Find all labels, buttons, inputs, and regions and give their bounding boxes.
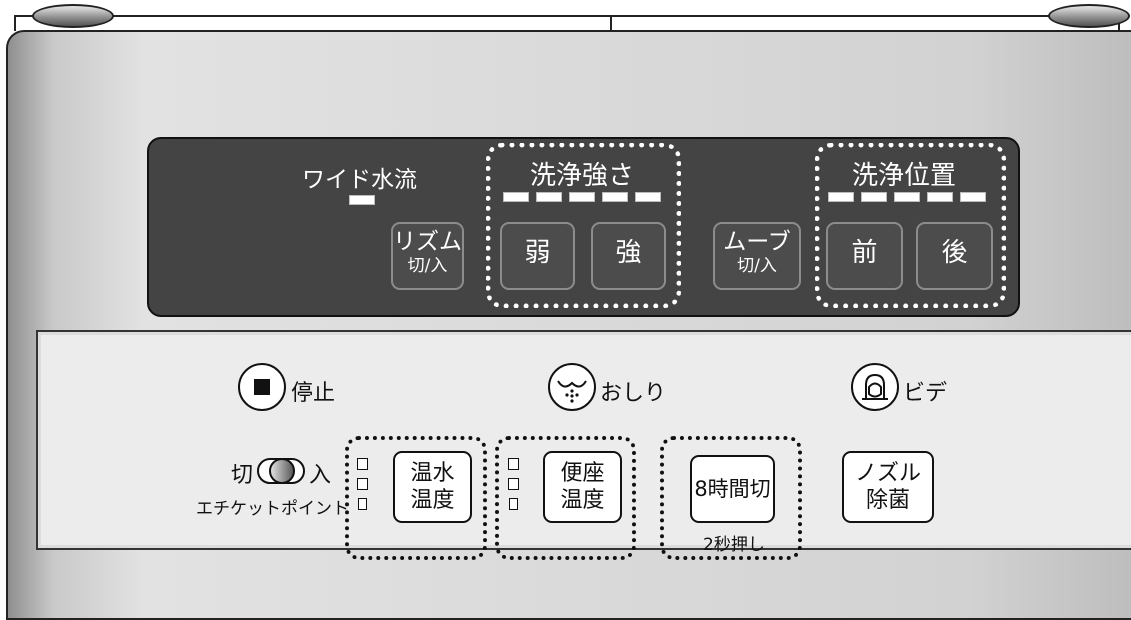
rear-wash-label: おしり [600,381,667,406]
seat-temp-label-1: 便座 [560,461,605,486]
seat-temp-level-indicator [509,498,518,510]
water-temp-label-2: 温度 [410,488,455,513]
rhythm-button-sublabel: 切/入 [407,256,448,276]
bidet-face-icon [862,373,888,400]
wide-flow-led [349,195,375,205]
move-button-label: ムーブ [723,229,791,255]
seat-temp-level-indicator [508,458,519,470]
move-button[interactable]: ムーブ 切/入 [713,222,801,290]
strong-button[interactable]: 強 [591,222,666,290]
wash-position-led [927,192,953,202]
strong-button-label: 強 [615,238,642,268]
top-rail [14,15,1120,31]
front-position-button[interactable]: 前 [826,222,903,290]
wash-strength-led [635,192,661,202]
top-rail-divider [610,15,612,31]
wash-position-led [828,192,854,202]
wash-strength-leds [503,192,661,202]
wash-position-title: 洗浄位置 [852,161,957,191]
water-temp-label-1: 温水 [410,461,455,486]
wash-position-led [960,192,986,202]
rear-wash-button[interactable] [548,363,596,411]
wash-strength-title: 洗浄強さ [530,161,635,191]
right-hinge-cap [1048,4,1130,28]
rhythm-button[interactable]: リズム 切/入 [391,222,464,290]
eight-hour-off-hint: 2秒押し [703,535,765,555]
timer-off-frame [660,436,802,560]
etiquette-off-label: 切 [231,463,254,488]
wash-strength-led [503,192,529,202]
stop-label: 停止 [291,381,336,406]
water-temp-level-indicator [357,458,368,470]
bidet-label: ビデ [903,381,948,406]
etiquette-caption: エチケットポイント [196,499,349,519]
seat-temp-label-2: 温度 [560,488,605,513]
water-temp-frame [345,436,487,560]
wash-position-frame [815,143,1006,308]
bidet-button[interactable] [851,363,899,411]
stop-button[interactable] [238,363,286,411]
wash-position-leds [828,192,986,202]
wash-strength-led [602,192,628,202]
etiquette-toggle-knob [269,458,295,484]
eight-hour-off-label: 8時間切 [694,477,771,501]
back-button-label: 後 [941,238,968,268]
front-button-label: 前 [851,238,878,268]
eight-hour-off-button[interactable]: 8時間切 [690,455,775,523]
wash-strength-led [536,192,562,202]
weak-button-label: 弱 [524,238,551,268]
nozzle-clean-label-1: ノズル [854,461,921,486]
wash-position-led [894,192,920,202]
wide-flow-label: ワイド水流 [302,167,417,193]
seat-temp-level-indicator [508,478,519,490]
rear-wash-icon [557,380,587,403]
etiquette-on-label: 入 [309,463,332,488]
wash-strength-led [569,192,595,202]
stop-square-icon [254,379,270,395]
weak-button[interactable]: 弱 [500,222,575,290]
water-temp-level-indicator [358,498,367,510]
nozzle-clean-button[interactable]: ノズル 除菌 [842,451,934,523]
wash-position-led [861,192,887,202]
back-position-button[interactable]: 後 [916,222,993,290]
wash-strength-frame [486,143,681,308]
nozzle-clean-label-2: 除菌 [865,488,910,513]
water-temp-level-indicator [357,478,368,490]
seat-temp-frame [495,436,636,560]
move-button-sublabel: 切/入 [737,256,777,276]
rhythm-button-label: リズム [393,229,462,255]
etiquette-toggle[interactable] [257,458,305,484]
water-temp-button[interactable]: 温水 温度 [393,451,472,523]
left-hinge-cap [32,4,114,28]
seat-temp-button[interactable]: 便座 温度 [543,451,622,523]
